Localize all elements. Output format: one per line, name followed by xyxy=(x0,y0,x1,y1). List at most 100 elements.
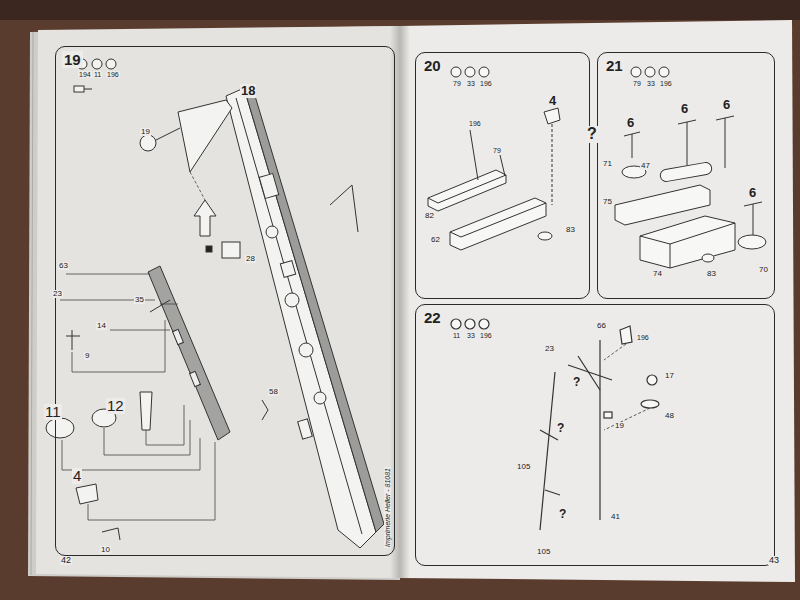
line-art xyxy=(110,330,170,331)
callout-number: 194 xyxy=(78,71,92,78)
step-22-art xyxy=(451,319,659,530)
line-art xyxy=(190,371,201,386)
callout-number: 33 xyxy=(466,332,476,339)
callout-number: 23 xyxy=(52,290,63,298)
step-number: 22 xyxy=(422,309,443,326)
line-art xyxy=(76,484,98,504)
part-number: 6 xyxy=(722,98,731,112)
line-art xyxy=(148,266,230,440)
line-art xyxy=(544,108,560,124)
callout-number: 58 xyxy=(268,388,279,396)
part-number: 6 xyxy=(680,102,689,116)
line-art xyxy=(450,198,546,250)
callout-number: 75 xyxy=(602,198,613,206)
line-art xyxy=(298,419,313,439)
line-art xyxy=(400,20,795,582)
callout-number: 79 xyxy=(452,80,462,87)
line-art xyxy=(465,319,475,329)
line-art xyxy=(106,59,116,69)
line-art xyxy=(450,232,461,237)
line-art xyxy=(102,528,120,540)
callout-number: 11 xyxy=(93,71,102,78)
line-art xyxy=(604,408,650,430)
line-art xyxy=(140,135,156,151)
line-art xyxy=(461,203,546,237)
step-panel: 22 xyxy=(415,304,775,566)
line-art xyxy=(500,155,505,176)
line-art xyxy=(647,375,657,385)
line-art xyxy=(84,89,92,90)
step-number: 19 xyxy=(62,51,83,68)
part-number: 18 xyxy=(240,84,256,98)
callout-number: 48 xyxy=(664,412,675,420)
callout-number: 196 xyxy=(659,80,673,87)
line-art xyxy=(479,319,489,329)
line-art xyxy=(314,392,326,404)
callout-number: 19 xyxy=(614,422,625,430)
line-art xyxy=(659,162,712,183)
line-art xyxy=(470,130,478,180)
line-art xyxy=(259,173,279,198)
part-number: 6 xyxy=(748,186,757,200)
callout-number: 105 xyxy=(516,463,531,471)
line-art xyxy=(479,67,489,77)
callout-number: 79 xyxy=(492,147,502,154)
step-21-art xyxy=(615,67,766,268)
part-number: ? xyxy=(586,126,598,143)
line-art xyxy=(645,67,655,77)
line-art xyxy=(236,98,362,534)
line-art xyxy=(194,200,216,236)
line-art xyxy=(28,26,400,580)
line-art xyxy=(146,405,184,445)
callout-number: 33 xyxy=(646,80,656,87)
line-art xyxy=(330,185,358,232)
callout-number: 82 xyxy=(424,212,435,220)
callout-number: 62 xyxy=(430,236,441,244)
line-art xyxy=(190,172,205,200)
step-number: 21 xyxy=(604,57,625,74)
callout-number: 196 xyxy=(636,334,650,341)
callout-number: 105 xyxy=(536,548,551,556)
callout-number: 33 xyxy=(466,80,476,87)
line-art xyxy=(659,67,669,77)
callout-number: 196 xyxy=(468,120,482,127)
line-art xyxy=(285,293,299,307)
line-art xyxy=(104,420,190,455)
leader-lines xyxy=(60,172,215,520)
line-art xyxy=(631,67,641,77)
line-art xyxy=(632,134,633,158)
line-art xyxy=(88,442,215,520)
line-art xyxy=(604,412,612,418)
callout-number: 71 xyxy=(602,160,613,168)
callout-number: 14 xyxy=(96,322,107,330)
line-art xyxy=(299,343,313,357)
callout-number: 70 xyxy=(758,266,769,274)
line-art xyxy=(46,418,74,438)
line-art xyxy=(545,490,560,495)
step-panel: 19 xyxy=(55,46,395,556)
line-art xyxy=(92,59,102,69)
line-art xyxy=(604,344,626,360)
line-art xyxy=(140,392,152,430)
line-art xyxy=(226,88,376,548)
line-art xyxy=(428,198,438,203)
callout-number: 12 xyxy=(106,398,125,414)
step-panel: 21 xyxy=(597,52,775,299)
callout-number: 43 xyxy=(768,556,780,565)
part-number: 6 xyxy=(626,116,635,130)
line-art xyxy=(72,330,73,350)
line-art xyxy=(66,336,80,337)
line-art xyxy=(31,32,33,575)
part-number: ? xyxy=(556,422,565,435)
line-art xyxy=(753,204,754,235)
callout-number: 63 xyxy=(58,262,69,270)
line-art xyxy=(0,0,800,20)
callout-number: 23 xyxy=(544,345,555,353)
callout-number: 11 xyxy=(452,332,461,339)
line-art xyxy=(641,400,659,408)
line-art xyxy=(640,236,670,244)
line-art xyxy=(725,118,726,168)
line-art xyxy=(66,274,150,275)
